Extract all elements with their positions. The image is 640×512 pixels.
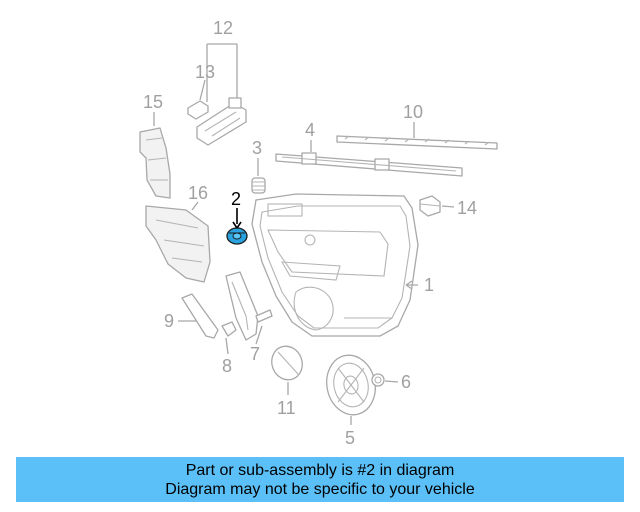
part-6-grommet [371, 373, 385, 387]
part-7-handle [225, 271, 273, 341]
part-14-clip [419, 195, 441, 217]
part-10-weatherstrip [336, 135, 498, 150]
part-3-grommet [251, 177, 266, 194]
parts-diagram: 1 2 3 4 5 6 7 8 9 10 11 12 13 14 15 16 [139, 18, 498, 448]
callouts: 1 2 3 4 5 6 7 8 9 10 11 12 13 14 15 16 [143, 18, 477, 448]
part-8-clip [221, 321, 237, 337]
callout-7: 7 [250, 344, 260, 364]
part-12-switch-assembly [196, 97, 247, 146]
part-2-fastener [226, 227, 248, 245]
callout-8: 8 [222, 356, 232, 376]
callout-15: 15 [143, 92, 163, 112]
part-9-trim-strip [181, 293, 219, 339]
callout-12: 12 [213, 18, 233, 38]
part-1-door-trim-panel [251, 193, 419, 337]
callout-9: 9 [164, 311, 174, 331]
callout-16: 16 [188, 183, 208, 203]
callout-11: 11 [277, 398, 296, 418]
callout-6: 6 [401, 372, 411, 392]
callout-3: 3 [252, 138, 262, 158]
callout-2: 2 [231, 189, 241, 209]
callout-5: 5 [345, 428, 355, 448]
callout-13: 13 [195, 62, 215, 82]
callout-1: 1 [424, 275, 434, 295]
banner-line-disclaimer: Diagram may not be specific to your vehi… [165, 480, 475, 498]
part-11-disc [271, 345, 303, 381]
banner-line-part-number: Part or sub-assembly is #2 in diagram [185, 461, 455, 479]
part-5-speaker [326, 354, 376, 416]
part-16-insulator [145, 205, 211, 283]
callout-4: 4 [305, 120, 315, 140]
part-15-bracket [139, 127, 171, 199]
part-13-switch [187, 100, 209, 120]
callout-10: 10 [403, 102, 423, 122]
info-banner: Part or sub-assembly is #2 in diagram Di… [16, 457, 624, 502]
leader-lines [153, 43, 455, 425]
callout-14: 14 [457, 198, 477, 218]
part-4-belt-molding [275, 152, 463, 177]
